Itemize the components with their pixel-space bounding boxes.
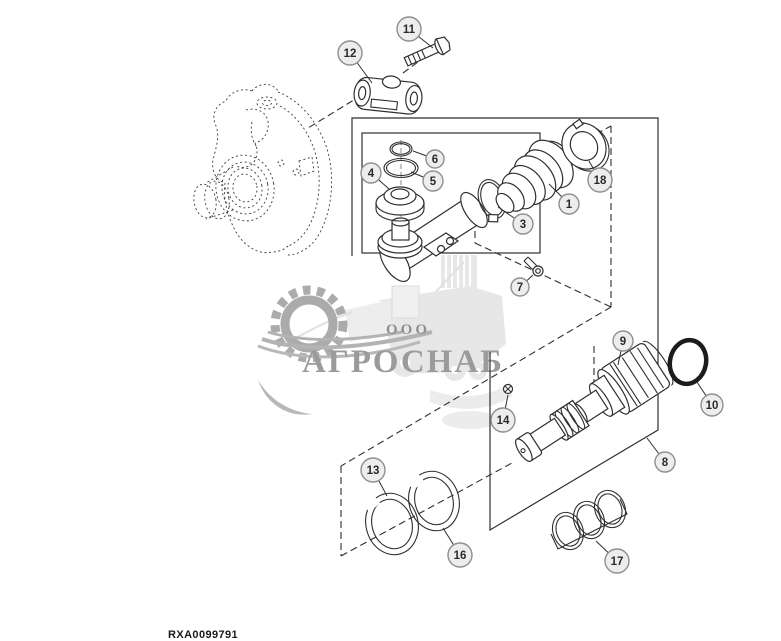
callout-10[interactable]: 10 xyxy=(700,393,724,417)
watermark-org-form: ООО xyxy=(386,322,430,338)
watermark-combine-sketch xyxy=(295,255,512,429)
watermark: ООО АГРОСНАБ xyxy=(257,255,512,429)
callout-6-balloon[interactable] xyxy=(425,149,445,169)
backup-ring-part xyxy=(383,157,419,179)
callout-8-balloon[interactable] xyxy=(654,451,676,473)
callout-3[interactable]: 3 xyxy=(512,213,534,235)
callout-13-balloon[interactable] xyxy=(360,457,386,483)
snap-ring-16-part xyxy=(406,470,460,532)
callout-11-balloon[interactable] xyxy=(396,16,422,42)
outer-group-box xyxy=(351,117,659,532)
callout-16-number: 16 xyxy=(454,550,467,562)
clamp-part xyxy=(353,75,423,115)
callout-7-number: 7 xyxy=(517,282,523,294)
callout-1[interactable]: 1 xyxy=(558,193,580,215)
callout-12-number: 12 xyxy=(344,48,357,60)
callout-14-number: 14 xyxy=(497,415,510,427)
callout-8[interactable]: 8 xyxy=(654,451,676,473)
callout-13-number: 13 xyxy=(367,465,380,477)
callout-6-number: 6 xyxy=(432,154,438,166)
callout-17-balloon[interactable] xyxy=(604,548,630,574)
callout-4-number: 4 xyxy=(368,168,375,180)
callout-8-number: 8 xyxy=(662,457,669,469)
bolt-part xyxy=(403,36,451,67)
gland-cap-part xyxy=(375,186,425,222)
callout-5-number: 5 xyxy=(430,176,437,188)
callout-10-balloon[interactable] xyxy=(700,393,724,417)
callout-5[interactable]: 5 xyxy=(422,170,444,192)
piston-shaft-assembly xyxy=(515,340,674,462)
oring-small-part xyxy=(389,141,413,157)
callout-11[interactable]: 11 xyxy=(396,16,422,42)
callout-1-balloon[interactable] xyxy=(558,193,580,215)
callout-17-number: 17 xyxy=(611,556,624,568)
snap-ring-13-part xyxy=(362,492,419,556)
collar-ring-part xyxy=(561,118,610,172)
drawing-code: RXA0099791 xyxy=(168,629,238,641)
callout-12[interactable]: 12 xyxy=(337,40,363,66)
callout-10-number: 10 xyxy=(706,400,719,412)
ring-set-bracket xyxy=(550,498,628,550)
watermark-org-name: АГРОСНАБ xyxy=(302,344,504,380)
callout-4[interactable]: 4 xyxy=(360,162,382,184)
callout-7[interactable]: 7 xyxy=(510,277,530,297)
callout-7-balloon[interactable] xyxy=(510,277,530,297)
callout-16[interactable]: 16 xyxy=(447,542,473,568)
callout-12-balloon[interactable] xyxy=(337,40,363,66)
callout-11-number: 11 xyxy=(403,24,416,36)
callout-4-balloon[interactable] xyxy=(360,162,382,184)
callout-14[interactable]: 14 xyxy=(490,407,516,433)
callout-18-balloon[interactable] xyxy=(587,167,613,193)
callout-9-number: 9 xyxy=(620,336,626,348)
callout-3-number: 3 xyxy=(520,219,526,231)
watermark-gear-icon xyxy=(257,285,433,415)
callout-18-number: 18 xyxy=(594,175,607,187)
small-bolt-part xyxy=(523,256,544,277)
oring-large-part xyxy=(667,337,709,387)
callout-3-balloon[interactable] xyxy=(512,213,534,235)
callout-5-balloon[interactable] xyxy=(422,170,444,192)
housing-ghost-sketch xyxy=(193,83,333,256)
push-clip-part xyxy=(502,383,514,395)
callout-9-balloon[interactable] xyxy=(612,330,634,352)
callout-13[interactable]: 13 xyxy=(360,457,386,483)
rod-gland-stack xyxy=(375,140,425,259)
callout-17[interactable]: 17 xyxy=(604,548,630,574)
callout-18[interactable]: 18 xyxy=(587,167,613,193)
callout-16-balloon[interactable] xyxy=(447,542,473,568)
callout-9[interactable]: 9 xyxy=(612,330,634,352)
seal-ring-set-part xyxy=(550,489,628,551)
callout-14-balloon[interactable] xyxy=(490,407,516,433)
callout-1-number: 1 xyxy=(566,199,573,211)
callout-6[interactable]: 6 xyxy=(425,149,445,169)
